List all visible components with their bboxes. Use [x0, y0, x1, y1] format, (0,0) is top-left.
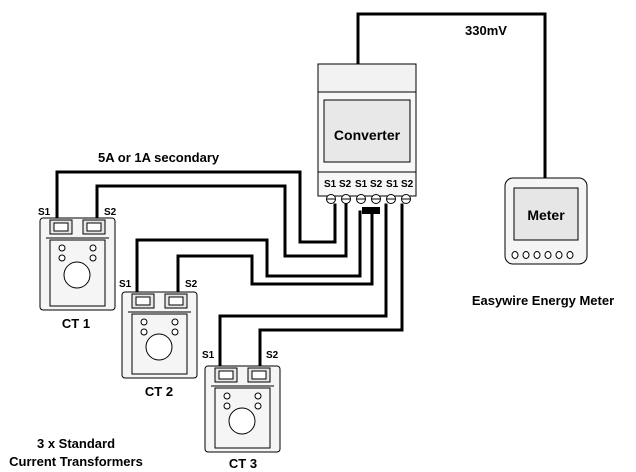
- wire-ct2-s1: [135, 210, 362, 294]
- ct1-name: CT 1: [62, 316, 90, 331]
- terminal-label: S2: [339, 179, 352, 190]
- ct-1: [39, 217, 116, 311]
- terminal-label: S1: [324, 179, 337, 190]
- converter-connector: [362, 207, 380, 214]
- wires: [55, 12, 547, 374]
- ct-aperture: [228, 407, 256, 435]
- terminal-label: S1: [386, 179, 399, 190]
- wire-ct1-s2: [95, 184, 348, 258]
- ct3-s1-label: S1: [202, 350, 215, 361]
- converter-terminal-labels: S1 S2 S1 S2 S1 S2: [324, 179, 414, 190]
- converter-window: [323, 99, 411, 163]
- ct3-name: CT 3: [229, 456, 257, 471]
- converter-top: [317, 63, 417, 93]
- terminal-label: S2: [401, 179, 414, 190]
- ct1-s1-label: S1: [38, 207, 51, 218]
- terminal-label: S1: [355, 179, 368, 190]
- ct-caption-line1: 3 x Standard: [37, 436, 115, 451]
- wire-330mv: [356, 12, 547, 180]
- ct-2: [121, 291, 198, 379]
- ct-3: [204, 365, 281, 453]
- ct1-s2-label: S2: [104, 207, 117, 218]
- wire-ct1-s1: [55, 170, 337, 244]
- ct2-name: CT 2: [145, 384, 173, 399]
- converter-label: Converter: [334, 127, 401, 143]
- ct-aperture: [63, 261, 91, 289]
- ct2-s2-label: S2: [185, 279, 198, 290]
- meter-label: Meter: [527, 207, 565, 223]
- meter: Meter: [504, 177, 588, 265]
- meter-screen: [513, 187, 579, 241]
- terminal-label: S2: [370, 179, 383, 190]
- secondary-label: 5A or 1A secondary: [98, 150, 220, 165]
- converter: Converter S1 S2 S1 S2 S1 S2: [317, 63, 417, 214]
- ct-caption-line2: Current Transformers: [9, 454, 143, 469]
- wire-ct2-s2: [176, 210, 374, 297]
- meter-caption: Easywire Energy Meter: [472, 293, 614, 308]
- meter-buttons: [511, 251, 574, 259]
- wire-ct3-s2: [258, 203, 404, 374]
- ct3-s2-label: S2: [266, 350, 279, 361]
- wire-ct3-s1: [218, 203, 388, 370]
- ct2-s1-label: S1: [119, 279, 132, 290]
- voltage-label: 330mV: [465, 23, 507, 38]
- ct-aperture: [145, 333, 173, 361]
